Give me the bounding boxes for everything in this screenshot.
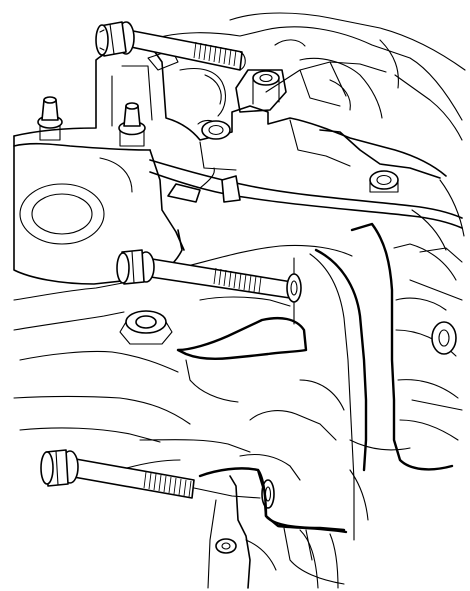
stud-left	[37, 96, 63, 141]
stud-center	[118, 102, 146, 147]
bracket-studs	[37, 96, 146, 147]
engine-background-outline	[147, 12, 466, 141]
bolt-bottom	[40, 449, 261, 499]
bolt-top-threads	[193, 41, 237, 67]
subframe	[13, 179, 465, 541]
bolt-middle	[116, 249, 302, 325]
engine-mount-bracket	[13, 45, 447, 285]
frame-bottom-outline	[256, 468, 369, 589]
bolt-middle-threads	[213, 267, 262, 294]
bolt-top	[95, 21, 246, 71]
bolt-bottom-threads	[143, 471, 192, 498]
wire-harness	[149, 159, 463, 251]
